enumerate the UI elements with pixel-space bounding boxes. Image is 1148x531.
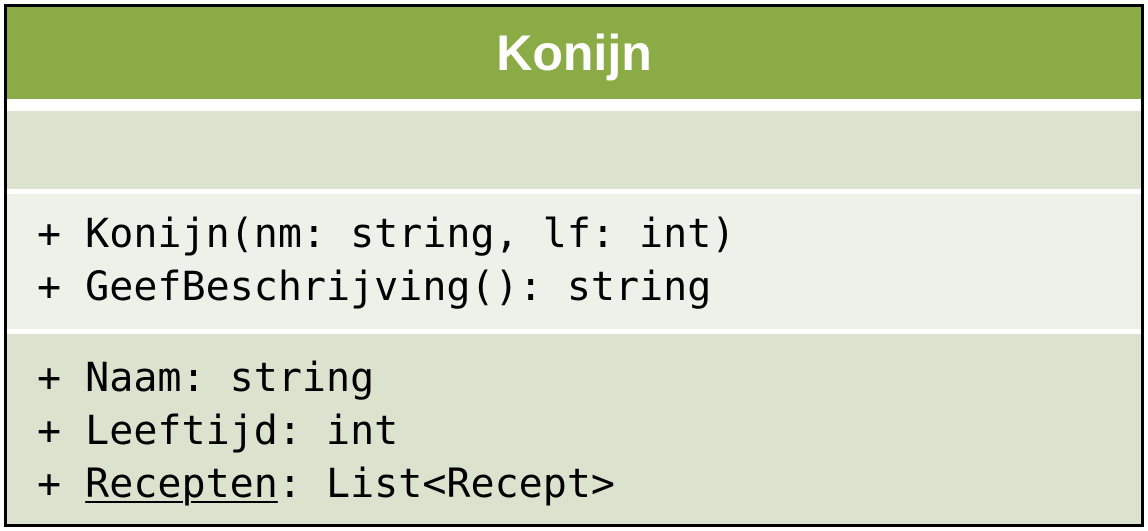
method-signature: Konijn(nm: string, lf: int) <box>85 211 736 257</box>
method-signature: GeefBeschrijving(): string <box>85 264 712 310</box>
visibility-marker: + <box>37 211 86 257</box>
methods-section: + Konijn(nm: string, lf: int) + GeefBesc… <box>7 194 1141 329</box>
properties-section: + Naam: string + Leeftijd: int + Recepte… <box>7 334 1141 524</box>
visibility-marker: + <box>37 264 86 310</box>
property-name: Leeftijd <box>85 408 278 454</box>
class-header: Konijn <box>7 7 1141 99</box>
property-type: : string <box>181 355 375 401</box>
property-type: : int <box>277 408 399 454</box>
property-name-underlined: Recepten <box>85 461 278 507</box>
uml-class-box: Konijn + Konijn(nm: string, lf: int) + G… <box>4 4 1144 527</box>
property-naam: + Naam: string <box>37 352 1141 405</box>
property-name: Naam <box>85 355 182 401</box>
method-geefbeschrijving: + GeefBeschrijving(): string <box>37 261 1141 314</box>
property-type: : List<Recept> <box>277 461 615 507</box>
property-recepten: + Recepten: List<Recept> <box>37 458 1141 511</box>
class-title: Konijn <box>496 25 652 81</box>
method-constructor: + Konijn(nm: string, lf: int) <box>37 208 1141 261</box>
visibility-marker: + <box>37 408 86 454</box>
visibility-marker: + <box>37 355 86 401</box>
attributes-section <box>7 111 1141 189</box>
visibility-marker: + <box>37 461 86 507</box>
property-leeftijd: + Leeftijd: int <box>37 405 1141 458</box>
